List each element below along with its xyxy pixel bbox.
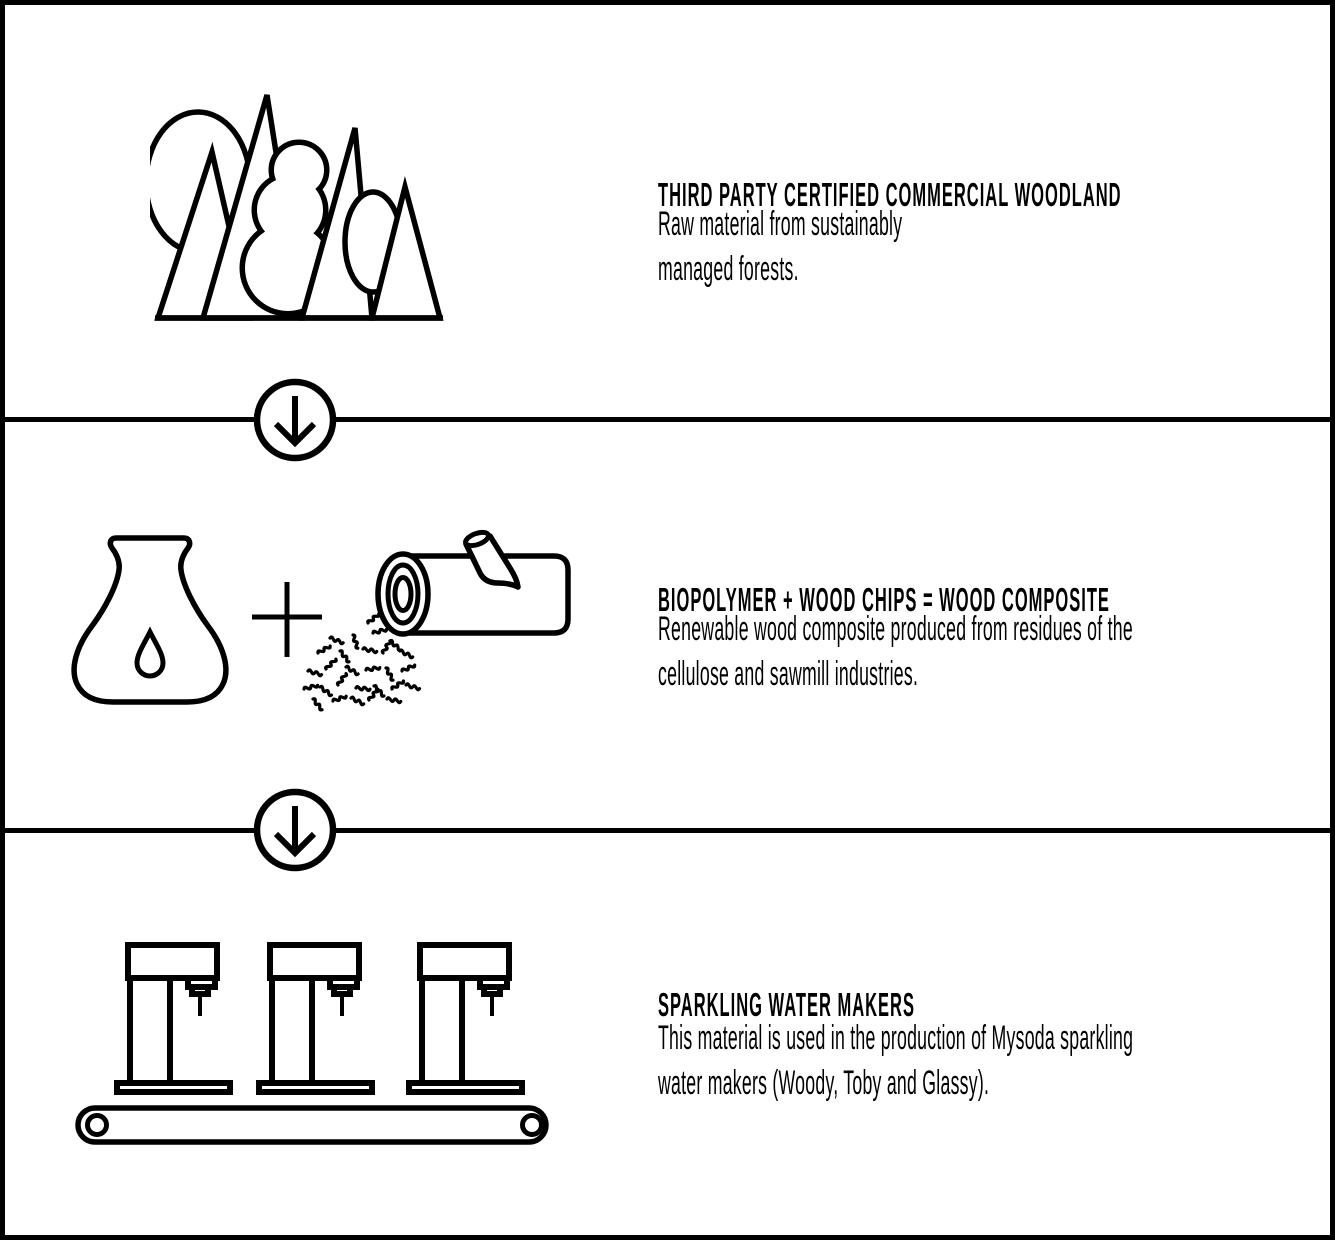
section-heading: SPARKLING WATER MAKERS xyxy=(658,986,915,1024)
log-icon xyxy=(375,529,571,637)
section-body: This material is used in the production … xyxy=(658,1016,1133,1106)
body-line: Raw material from sustainably xyxy=(658,205,903,243)
section-body: Raw material from sustainably managed fo… xyxy=(658,202,902,292)
conveyor-belt xyxy=(75,1105,549,1145)
water-maker xyxy=(409,945,522,1092)
flask-plus-log-icon xyxy=(71,529,571,712)
droplet-icon xyxy=(134,626,166,679)
roller xyxy=(520,1113,544,1137)
branch-stub xyxy=(463,529,521,590)
down-arrow-icon xyxy=(253,378,337,462)
water-maker xyxy=(117,945,230,1092)
section-heading: BIOPOLYMER + WOOD CHIPS = WOOD COMPOSITE xyxy=(658,581,1110,619)
down-arrow-icon xyxy=(253,788,337,872)
body-line: water makers (Woody, Toby and Glassy). xyxy=(658,1064,990,1102)
sparkling-water-makers-icon xyxy=(75,936,549,1145)
wood-chips xyxy=(302,612,422,712)
body-line: cellulose and sawmill industries. xyxy=(658,655,919,693)
section-divider xyxy=(5,828,1330,833)
section-body: Renewable wood composite produced from r… xyxy=(658,607,1133,697)
plus-icon xyxy=(252,582,322,657)
body-line: Renewable wood composite produced from r… xyxy=(658,610,1133,648)
section-divider xyxy=(5,417,1330,422)
section-heading: THIRD PARTY CERTIFIED COMMERCIAL WOODLAN… xyxy=(658,176,1122,214)
roller xyxy=(85,1113,109,1137)
body-line: managed forests. xyxy=(658,250,799,288)
forest-icon xyxy=(150,94,444,321)
water-maker xyxy=(259,945,372,1092)
body-line: This material is used in the production … xyxy=(658,1019,1134,1057)
flask-icon xyxy=(71,535,229,705)
